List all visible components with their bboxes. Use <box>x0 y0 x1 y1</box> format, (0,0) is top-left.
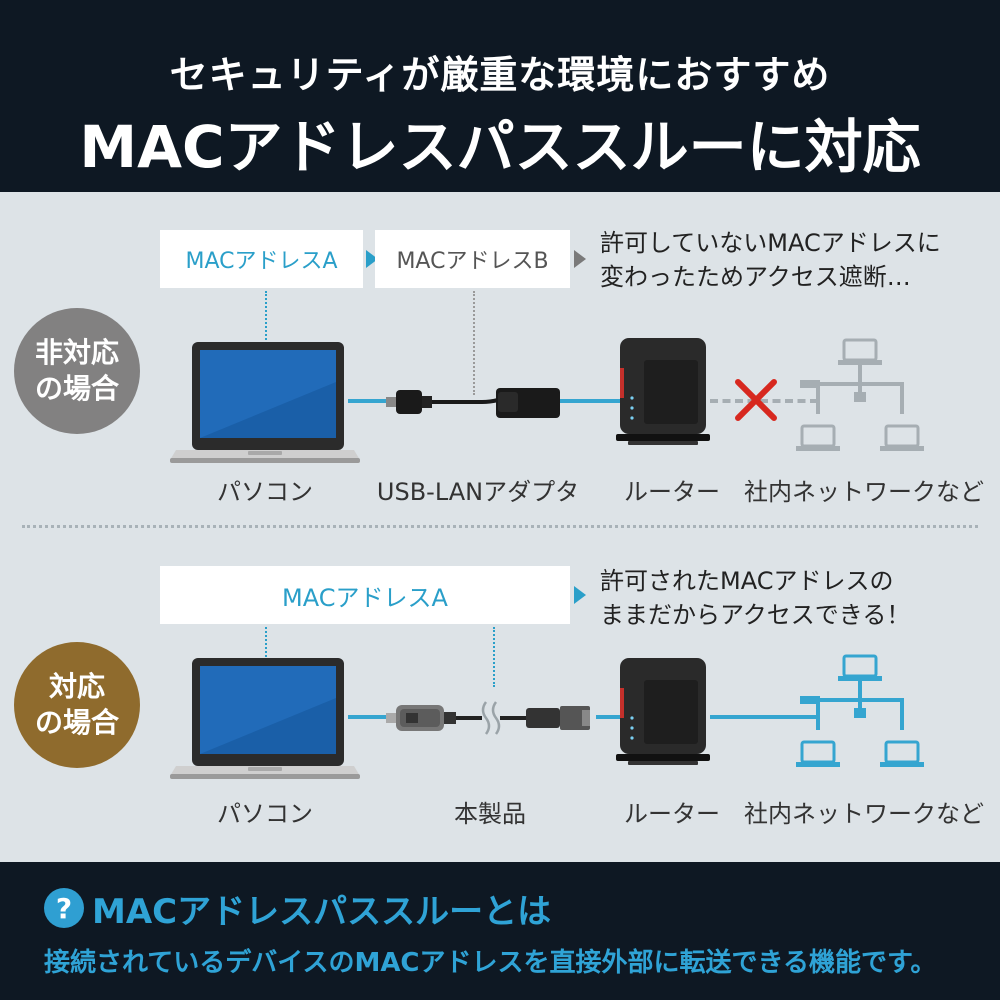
wire-adapter-to-router <box>560 399 620 403</box>
supported-note-line1: 許可されたMACアドレスの <box>600 567 894 595</box>
header-banner: セキュリティが厳重な環境におすすめ MACアドレスパススルーに対応 <box>0 0 1000 192</box>
supported-note: 許可されたMACアドレスの ままだからアクセスできる！ <box>600 564 910 632</box>
network-tree-icon <box>796 654 924 767</box>
label-router: ルーター <box>624 800 720 828</box>
label-router: ルーター <box>624 478 720 506</box>
usb-lan-adapter-icon <box>386 388 560 418</box>
laptop-icon <box>170 658 360 779</box>
label-network: 社内ネットワークなど <box>744 478 984 506</box>
product-cable-icon <box>386 701 590 735</box>
unsupported-badge-line1: 非対応 <box>34 335 119 369</box>
network-tree-icon <box>796 338 924 451</box>
footer-title: MACアドレスパススルーとは <box>92 892 552 932</box>
supported-badge-line1: 対応 <box>48 669 105 703</box>
header-title: MACアドレスパススルーに対応 <box>79 113 921 181</box>
router-icon <box>616 338 710 445</box>
wire-product-to-router <box>596 715 620 719</box>
mac-address-a-box: MACアドレスA <box>160 230 363 288</box>
unsupported-note: 許可していないMACアドレスに 変わったためアクセス遮断… <box>600 226 941 294</box>
unsupported-note-line2: 変わったためアクセス遮断… <box>600 263 911 292</box>
wire-pc-to-product <box>348 715 388 719</box>
mac-address-b-box: MACアドレスB <box>375 230 570 288</box>
footer-description: 接続されているデバイスのMACアドレスを直接外部に転送できる機能です。 <box>44 948 937 978</box>
supported-badge-line2: の場合 <box>34 706 119 739</box>
header-subtitle: セキュリティが厳重な環境におすすめ <box>169 53 831 97</box>
wire-pc-to-adapter <box>348 399 388 403</box>
mac-a-leader-line-product <box>493 627 495 687</box>
label-pc: パソコン <box>217 478 313 506</box>
label-pc: パソコン <box>217 800 313 828</box>
blocked-connection-line <box>710 399 818 403</box>
unsupported-badge: 非対応 の場合 <box>14 308 140 434</box>
mac-b-leader-line <box>473 291 475 395</box>
router-icon <box>616 658 710 765</box>
label-product: 本製品 <box>454 800 526 828</box>
supported-note-line2: ままだからアクセスできる！ <box>600 601 911 630</box>
blocked-x-icon <box>735 379 777 421</box>
laptop-icon <box>170 342 360 463</box>
footer-explanation: ? MACアドレスパススルーとは 接続されているデバイスのMACアドレスを直接外… <box>0 862 1000 1000</box>
unsupported-badge-line2: の場合 <box>34 372 119 405</box>
wire-router-to-network <box>710 715 818 719</box>
unsupported-note-line1: 許可していないMACアドレスに <box>600 229 941 257</box>
section-divider <box>22 525 978 528</box>
arrow-right-icon <box>574 586 586 604</box>
question-icon: ? <box>44 888 84 928</box>
label-network: 社内ネットワークなど <box>744 800 984 828</box>
supported-badge: 対応 の場合 <box>14 642 140 768</box>
mac-address-a-box: MACアドレスA <box>160 566 570 624</box>
arrow-right-icon <box>574 250 586 268</box>
label-adapter: USB-LANアダプタ <box>376 478 580 506</box>
